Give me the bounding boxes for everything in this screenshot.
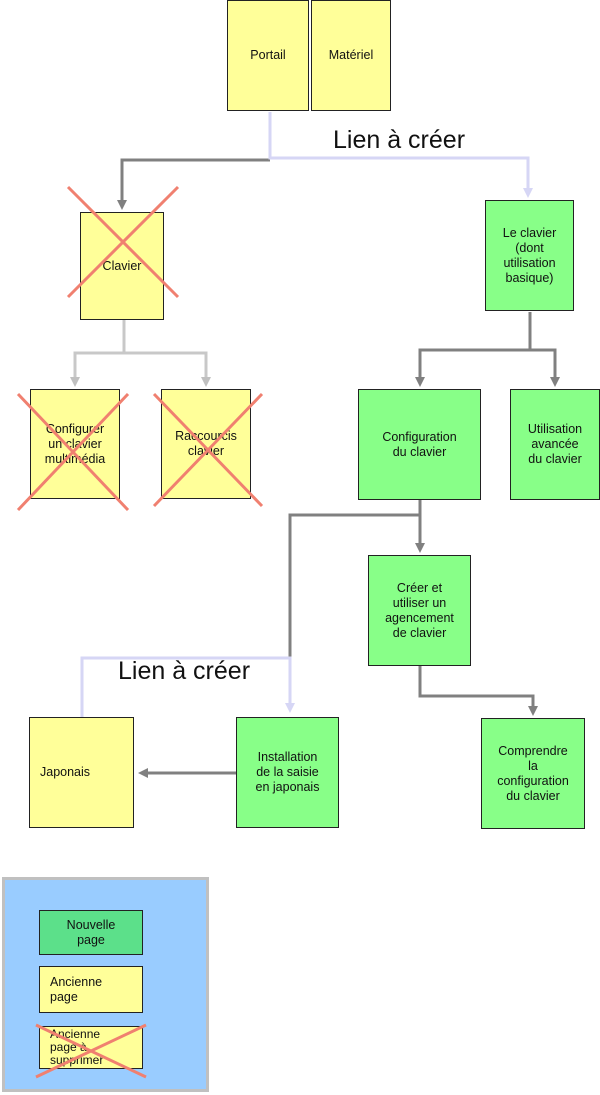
node-configuration-du-clavier: Configuration du clavier — [358, 389, 481, 500]
node-portail: Portail — [227, 0, 309, 111]
legend: Nouvelle page Ancienne page Ancienne pag… — [2, 877, 209, 1092]
legend-new-page: Nouvelle page — [39, 910, 143, 955]
arrow-clavier-configurer — [70, 320, 126, 387]
arrow-portail-clavier — [117, 158, 270, 210]
node-le-clavier-label: Le clavier (dont utilisation basique) — [502, 225, 557, 285]
node-utilisation-label: Utilisation avancée du clavier — [527, 422, 583, 466]
legend-new-page-label: Nouvelle page — [66, 917, 116, 947]
node-comprendre-configuration: Comprendre la configuration du clavier — [481, 718, 585, 829]
link-to-create-label-top: Lien à créer — [333, 126, 466, 154]
node-configurer-clavier-multimedia: Configurer un clavier multimédia — [30, 389, 120, 499]
node-utilisation-avancee: Utilisation avancée du clavier — [510, 389, 600, 500]
node-installation-saisie-japonais: Installation de la saisie en japonais — [236, 717, 339, 828]
arrow-le-clavier-configuration — [415, 312, 532, 387]
node-raccourcis-clavier: Raccourcis clavier — [161, 389, 251, 499]
node-clavier-label: Clavier — [102, 258, 142, 273]
node-installation-label: Installation de la saisie en japonais — [255, 750, 320, 794]
link-to-create-label-bottom: Lien à créer — [118, 657, 251, 685]
node-clavier: Clavier — [80, 212, 164, 320]
legend-old-page-label: Ancienne page — [50, 974, 103, 1004]
arrow-configuration-installation — [288, 513, 420, 710]
node-materiel-label: Matériel — [328, 48, 374, 62]
node-configuration-label: Configuration du clavier — [382, 429, 457, 459]
node-comprendre-label: Comprendre la configuration du clavier — [497, 743, 569, 803]
node-creer-label: Créer et utiliser un agencement de clavi… — [385, 580, 454, 640]
node-japonais: Japonais — [29, 717, 134, 828]
node-japonais-label: Japonais — [40, 765, 91, 779]
arrow-link-japonais-installation — [80, 656, 295, 718]
node-portail-label: Portail — [250, 48, 286, 62]
arrow-portail-le-clavier — [268, 112, 533, 198]
arrow-clavier-raccourcis — [124, 351, 211, 387]
node-materiel: Matériel — [311, 0, 391, 111]
legend-delete-page: Ancienne page à supprimer — [39, 1026, 143, 1069]
arrow-creer-comprendre — [418, 666, 538, 716]
node-le-clavier: Le clavier (dont utilisation basique) — [485, 200, 574, 311]
node-configurer-label: Configurer un clavier multimédia — [44, 421, 106, 466]
legend-delete-page-label: Ancienne page à supprimer — [50, 1027, 104, 1067]
arrow-le-clavier-utilisation — [530, 348, 560, 387]
node-raccourcis-label: Raccourcis clavier — [175, 429, 237, 458]
legend-old-page: Ancienne page — [39, 966, 143, 1013]
node-creer-agencement: Créer et utiliser un agencement de clavi… — [368, 555, 471, 666]
